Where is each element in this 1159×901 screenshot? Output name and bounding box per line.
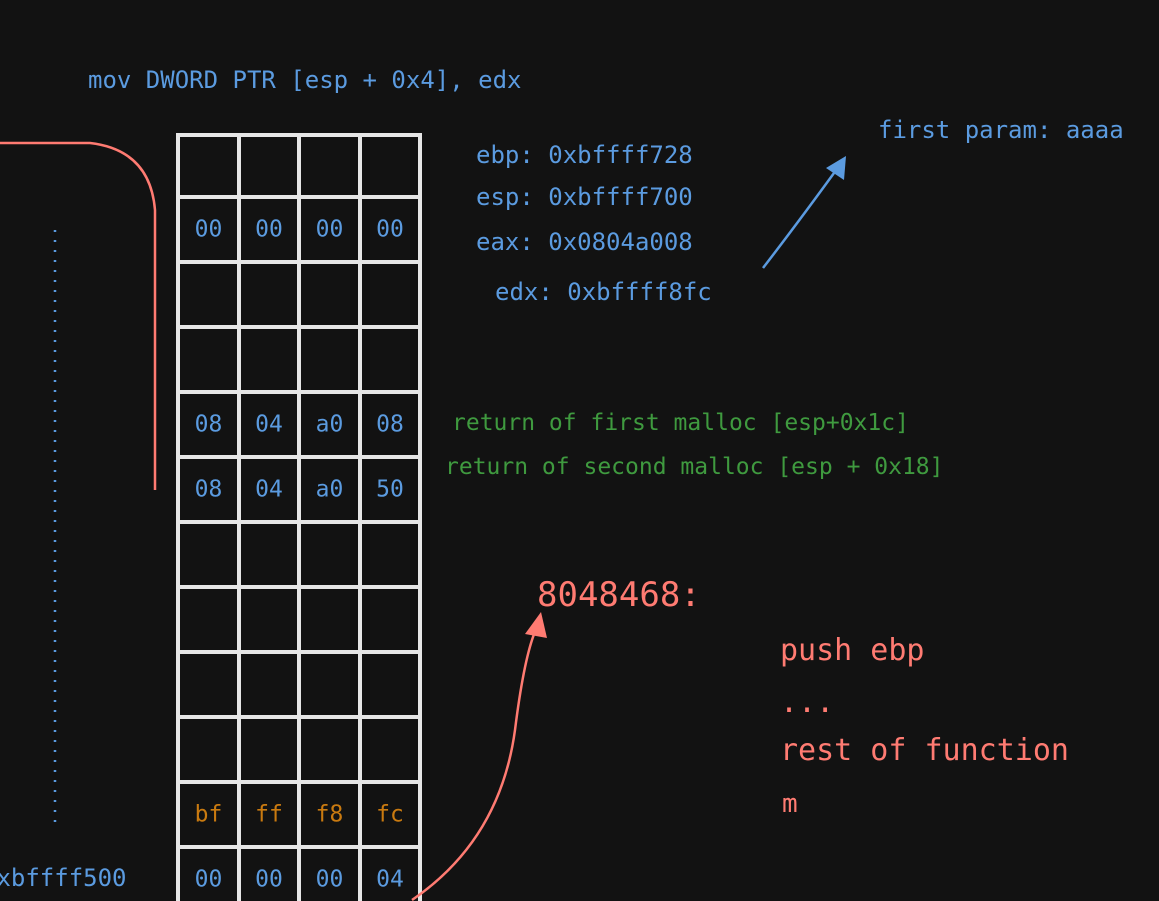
stack-cell	[237, 650, 301, 719]
register-edx: edx: 0xbffff8fc	[495, 278, 712, 306]
stack-cell	[358, 520, 422, 589]
stack-byte: 50	[376, 477, 404, 503]
first-param-arrow	[762, 156, 846, 269]
stack-cell	[358, 650, 422, 719]
instruction-text: mov DWORD PTR [esp + 0x4], edx	[88, 66, 521, 94]
stack-byte: 00	[316, 217, 344, 243]
stack-memory-grid: 00 00 00 00 08 04 a0 08 08 04 a0 50 bf ff f8 fc 00 00 00 04	[176, 133, 422, 901]
stack-byte: fc	[376, 802, 404, 828]
function-line-3: rest of function	[780, 733, 1069, 768]
stack-byte: 08	[376, 412, 404, 438]
stack-byte: 00	[376, 217, 404, 243]
stack-cell	[176, 585, 241, 654]
stack-cell	[297, 585, 362, 654]
stack-cell	[176, 715, 241, 784]
stack-byte: 04	[376, 867, 404, 893]
bottom-address-label: 0xbffff500	[0, 864, 127, 892]
stack-cell	[237, 325, 301, 394]
stack-cell	[237, 585, 301, 654]
stack-cell	[237, 715, 301, 784]
stack-cell	[358, 845, 422, 901]
stack-cell	[176, 520, 241, 589]
first-param-label: first param: aaaa	[878, 116, 1124, 144]
function-line-4: m	[782, 789, 798, 819]
stack-frame-bracket	[0, 141, 157, 490]
stack-cell	[358, 715, 422, 784]
function-address: 8048468:	[537, 575, 701, 615]
register-eax: eax: 0x0804a008	[476, 228, 693, 256]
stack-byte: a0	[316, 477, 344, 503]
stack-cell	[176, 260, 241, 329]
stack-cell	[237, 520, 301, 589]
stack-cell	[358, 325, 422, 394]
stack-byte: 04	[255, 412, 283, 438]
stack-cell	[297, 260, 362, 329]
stack-cell	[176, 325, 241, 394]
stack-byte: 00	[195, 867, 223, 893]
function-line-2: ...	[780, 685, 834, 720]
stack-byte: 08	[195, 412, 223, 438]
stack-cell	[297, 520, 362, 589]
stack-cell	[297, 715, 362, 784]
stack-cell	[297, 325, 362, 394]
stack-byte: ff	[255, 802, 283, 828]
stack-cell	[297, 650, 362, 719]
stack-cell	[358, 133, 422, 199]
stack-cell	[237, 133, 301, 199]
stack-byte: 00	[316, 867, 344, 893]
stack-cell	[297, 133, 362, 199]
stack-byte: 00	[255, 217, 283, 243]
stack-cell	[176, 650, 241, 719]
second-malloc-label: return of second malloc [esp + 0x18]	[445, 454, 944, 480]
stack-byte: 00	[195, 217, 223, 243]
stack-byte: a0	[316, 412, 344, 438]
stack-cell	[176, 133, 241, 199]
stack-byte: 00	[255, 867, 283, 893]
stack-byte: 08	[195, 477, 223, 503]
stack-byte: bf	[195, 802, 223, 828]
register-ebp: ebp: 0xbffff728	[476, 141, 693, 169]
function-line-1: push ebp	[780, 633, 925, 668]
register-esp: esp: 0xbffff700	[476, 183, 693, 211]
stack-cell	[237, 260, 301, 329]
stack-cell	[358, 260, 422, 329]
stack-byte: f8	[316, 802, 344, 828]
stack-cell	[358, 585, 422, 654]
return-address-arrow	[411, 612, 547, 901]
stack-byte: 04	[255, 477, 283, 503]
first-malloc-label: return of first malloc [esp+0x1c]	[452, 410, 909, 436]
